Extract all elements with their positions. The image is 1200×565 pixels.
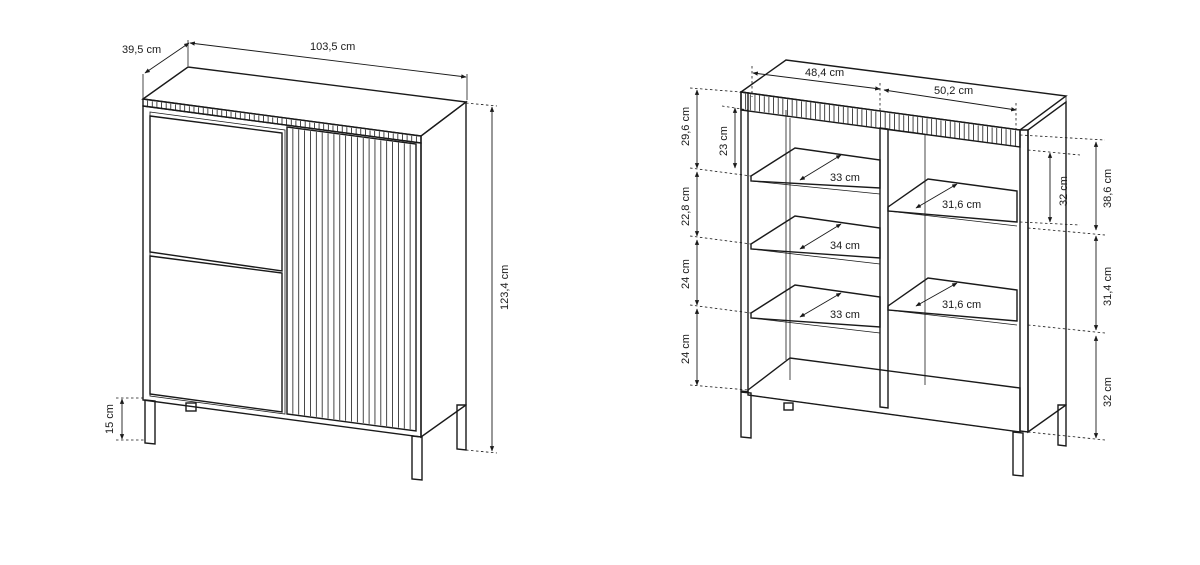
shelf-depth-left-1: 33 cm	[830, 172, 860, 184]
right-inner-label: 32 cm	[1058, 176, 1070, 206]
right-h2-label: 31,4 cm	[1102, 267, 1114, 306]
shelf-left-2	[750, 215, 881, 259]
front-dimensions: 103,5 cm 39,5 cm 123,4 cm 15 cm	[104, 40, 511, 454]
inside-dimensions: 48,4 cm 50,2 cm 29,6 cm 23 cm 22,8 cm 24…	[680, 66, 1114, 441]
shelf-left-3	[750, 284, 881, 328]
leg-front-left	[144, 399, 156, 445]
fluted-door	[286, 126, 417, 432]
center-divider	[879, 127, 889, 409]
door-lower-panel	[149, 255, 283, 413]
height-label: 123,4 cm	[499, 265, 511, 310]
depth-label: 39,5 cm	[122, 44, 161, 56]
leg-front-right	[411, 435, 423, 481]
right-width-label: 50,2 cm	[934, 85, 973, 97]
width-label: 103,5 cm	[310, 41, 355, 53]
left-h2-label: 22,8 cm	[680, 187, 692, 226]
shelf-depth-right-2: 31,6 cm	[942, 299, 981, 311]
left-h3-label: 24 cm	[680, 259, 692, 289]
left-h1-inner-label: 23 cm	[718, 126, 730, 156]
door-upper-panel	[149, 115, 283, 272]
left-h4-label: 24 cm	[680, 334, 692, 364]
leg-open-front-left	[740, 391, 752, 439]
left-h1-label: 29,6 cm	[680, 107, 692, 146]
leg-back-right	[456, 404, 467, 451]
inside-view-cabinet	[739, 59, 1068, 477]
leg-open-front-right	[1012, 431, 1024, 477]
right-h1-label: 38,6 cm	[1102, 169, 1114, 208]
top-strip-flutes	[147, 100, 417, 143]
left-width-label: 48,4 cm	[805, 67, 844, 79]
shelf-depth-right-1: 31,6 cm	[942, 199, 981, 211]
cabinet-bottom	[747, 357, 1021, 433]
leg-height-label: 15 cm	[104, 404, 116, 434]
right-h3-label: 32 cm	[1102, 377, 1114, 407]
top-strip-flutes-open	[745, 93, 1016, 147]
cabinet-top	[141, 66, 468, 137]
leg-open-back-right	[1057, 404, 1067, 447]
shelf-right-1	[887, 178, 1018, 223]
front-view-cabinet	[141, 66, 468, 481]
door-flutes	[292, 128, 411, 430]
shelf-depth-left-2: 34 cm	[830, 240, 860, 252]
shelf-right-2	[887, 277, 1018, 322]
shelf-depth-left-3: 33 cm	[830, 309, 860, 321]
shelf-left-1	[750, 147, 881, 189]
